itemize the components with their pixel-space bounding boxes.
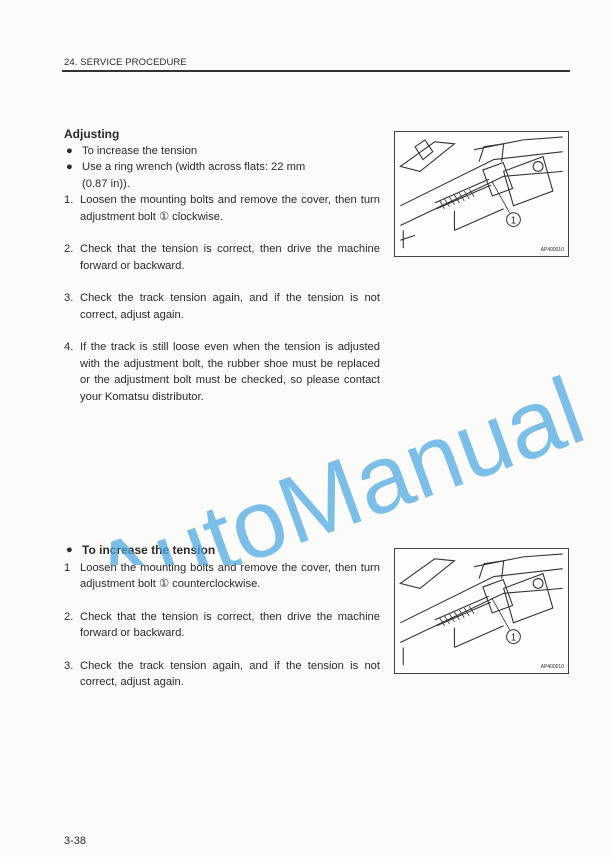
step-2: 2. Check that the tension is correct, th… <box>64 609 380 642</box>
step-text: Check the track tension again, and if th… <box>80 292 380 321</box>
bullet-increase-tension: ● To increase the tension <box>64 143 380 160</box>
step-text: Loosen the mounting bolts and remove the… <box>80 561 380 591</box>
step-text: Check that the tension is correct, then … <box>80 610 380 640</box>
step-3: 3. Check the track tension again, and if… <box>64 658 380 691</box>
step-2: 2. Check that the tension is correct, th… <box>64 241 380 274</box>
step-text: Loosen the mounting bolts and remove the… <box>80 194 380 223</box>
bullet-dot-icon: ● <box>66 144 73 157</box>
step-1: 1. Loosen the mounting bolts and remove … <box>64 192 380 225</box>
section-increase-tension: ● To increase the tension 1 Loosen the m… <box>64 542 380 691</box>
step-text: Check the track tension again, and if th… <box>80 659 380 689</box>
section-adjusting: Adjusting ● To increase the tension ● Us… <box>64 126 380 405</box>
bullet-ring-wrench: ● Use a ring wrench (width across flats:… <box>64 159 380 192</box>
figure-code: AP400010 <box>540 664 564 670</box>
bullet-text: Use a ring wrench (width across flats: 2… <box>82 161 306 173</box>
step-number: 3. <box>64 659 74 672</box>
page-header: 24. SERVICE PROCEDURE <box>64 57 187 68</box>
step-number: 2. <box>64 610 74 623</box>
bullet-dot-icon: ● <box>66 161 73 173</box>
track-adjuster-illustration: 1 <box>399 136 563 249</box>
step-text: If the track is still loose even when th… <box>80 341 380 403</box>
figure-adjustment-bolt-clockwise: 1 AP400010 <box>394 131 569 257</box>
step-number: 1 <box>64 561 71 574</box>
page-number: 3-38 <box>64 835 87 847</box>
step-number: 3. <box>64 292 74 304</box>
step-number: 2. <box>64 243 74 255</box>
bullet-text-cont: (0.87 in)). <box>82 177 130 190</box>
header-rule <box>62 70 570 72</box>
step-number: 1. <box>64 194 74 206</box>
figure-callout-label: 1 <box>511 633 516 644</box>
bullet-text: To increase the tension <box>82 144 198 157</box>
step-4: 4. If the track is still loose even when… <box>64 339 380 405</box>
bullet-dot-icon: ● <box>66 544 73 556</box>
figure-code: AP400010 <box>540 247 564 253</box>
step-number: 4. <box>64 341 74 353</box>
section-heading: Adjusting <box>64 127 120 141</box>
step-1: 1 Loosen the mounting bolts and remove t… <box>64 560 380 593</box>
bullet-increase-tension: ● To increase the tension <box>64 542 380 560</box>
bullet-text: To increase the tension <box>82 543 216 557</box>
step-text: Check that the tension is correct, then … <box>80 243 380 272</box>
step-3: 3. Check the track tension again, and if… <box>64 290 380 323</box>
figure-adjustment-bolt-counterclockwise: 1 AP400010 <box>394 548 569 674</box>
figure-callout-label: 1 <box>511 216 516 227</box>
track-adjuster-illustration: 1 <box>399 553 563 666</box>
